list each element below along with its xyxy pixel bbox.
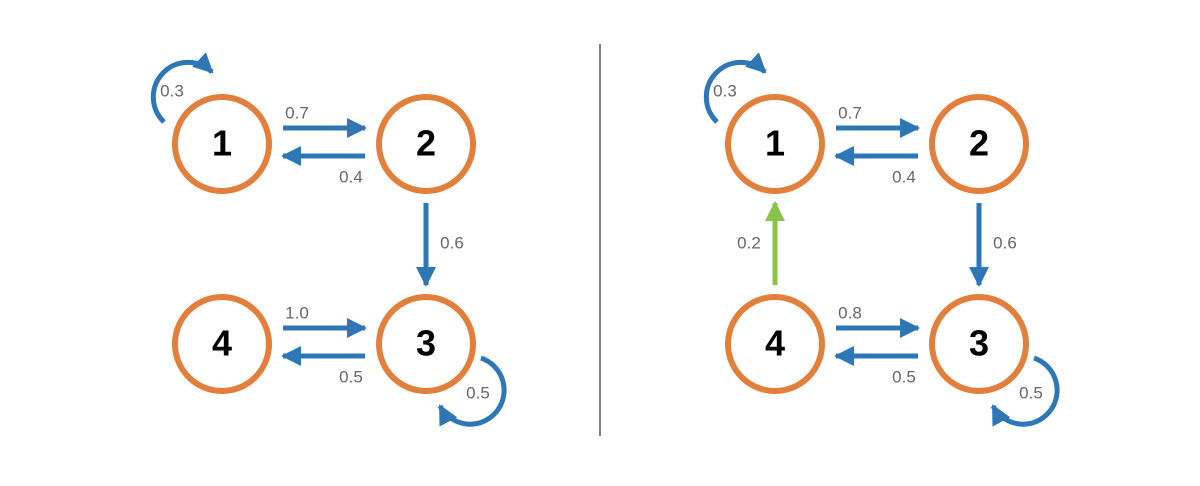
state-node-2	[929, 94, 1029, 194]
edge-1-to-1-arrow	[703, 52, 767, 124]
edge-3-to-3-probability: 0.5	[1019, 383, 1043, 402]
edge-4-to-3-probability: 0.8	[838, 303, 862, 322]
edge-3-to-4-probability: 0.5	[339, 367, 363, 386]
state-label-3: 3	[969, 323, 989, 364]
edge-1-to-2-probability: 0.7	[285, 103, 309, 122]
state-node-4	[725, 294, 825, 394]
state-node-2	[376, 94, 476, 194]
edge-2-to-1-probability: 0.4	[892, 167, 916, 186]
edge-3-to-4-probability: 0.5	[892, 367, 916, 386]
state-node-1	[725, 94, 825, 194]
edge-1-to-1-arrow	[150, 52, 214, 124]
state-label-4: 4	[212, 323, 232, 364]
edge-2-to-1-probability: 0.4	[339, 167, 363, 186]
state-label-2: 2	[416, 123, 436, 164]
state-label-1: 1	[212, 123, 232, 164]
state-label-3: 3	[416, 323, 436, 364]
edge-3-to-3-arrow	[990, 355, 1060, 427]
markov-diagram-2: 0.3 0.7 0.4 0.6 0.2 0.8 0.5 0.5 1 2 3 4	[703, 52, 1060, 427]
edge-3-to-3-arrow	[437, 355, 507, 427]
edge-2-to-3-probability: 0.6	[440, 233, 464, 252]
state-label-2: 2	[969, 123, 989, 164]
edge-1-to-2-probability: 0.7	[838, 103, 862, 122]
markov-diagram-1: 0.3 0.7 0.4 0.6 1.0 0.5 0.5 1 2 3 4	[150, 52, 507, 427]
edge-1-to-1-probability: 0.3	[160, 81, 184, 100]
edge-4-to-1-probability: 0.2	[737, 233, 761, 252]
edge-2-to-3-probability: 0.6	[993, 233, 1017, 252]
edge-3-to-3-probability: 0.5	[466, 383, 490, 402]
state-label-4: 4	[765, 323, 785, 364]
edge-4-to-3-probability: 1.0	[285, 303, 309, 322]
state-node-1	[172, 94, 272, 194]
state-node-4	[172, 294, 272, 394]
state-node-3	[929, 294, 1029, 394]
edge-1-to-1-probability: 0.3	[713, 81, 737, 100]
state-label-1: 1	[765, 123, 785, 164]
state-node-3	[376, 294, 476, 394]
